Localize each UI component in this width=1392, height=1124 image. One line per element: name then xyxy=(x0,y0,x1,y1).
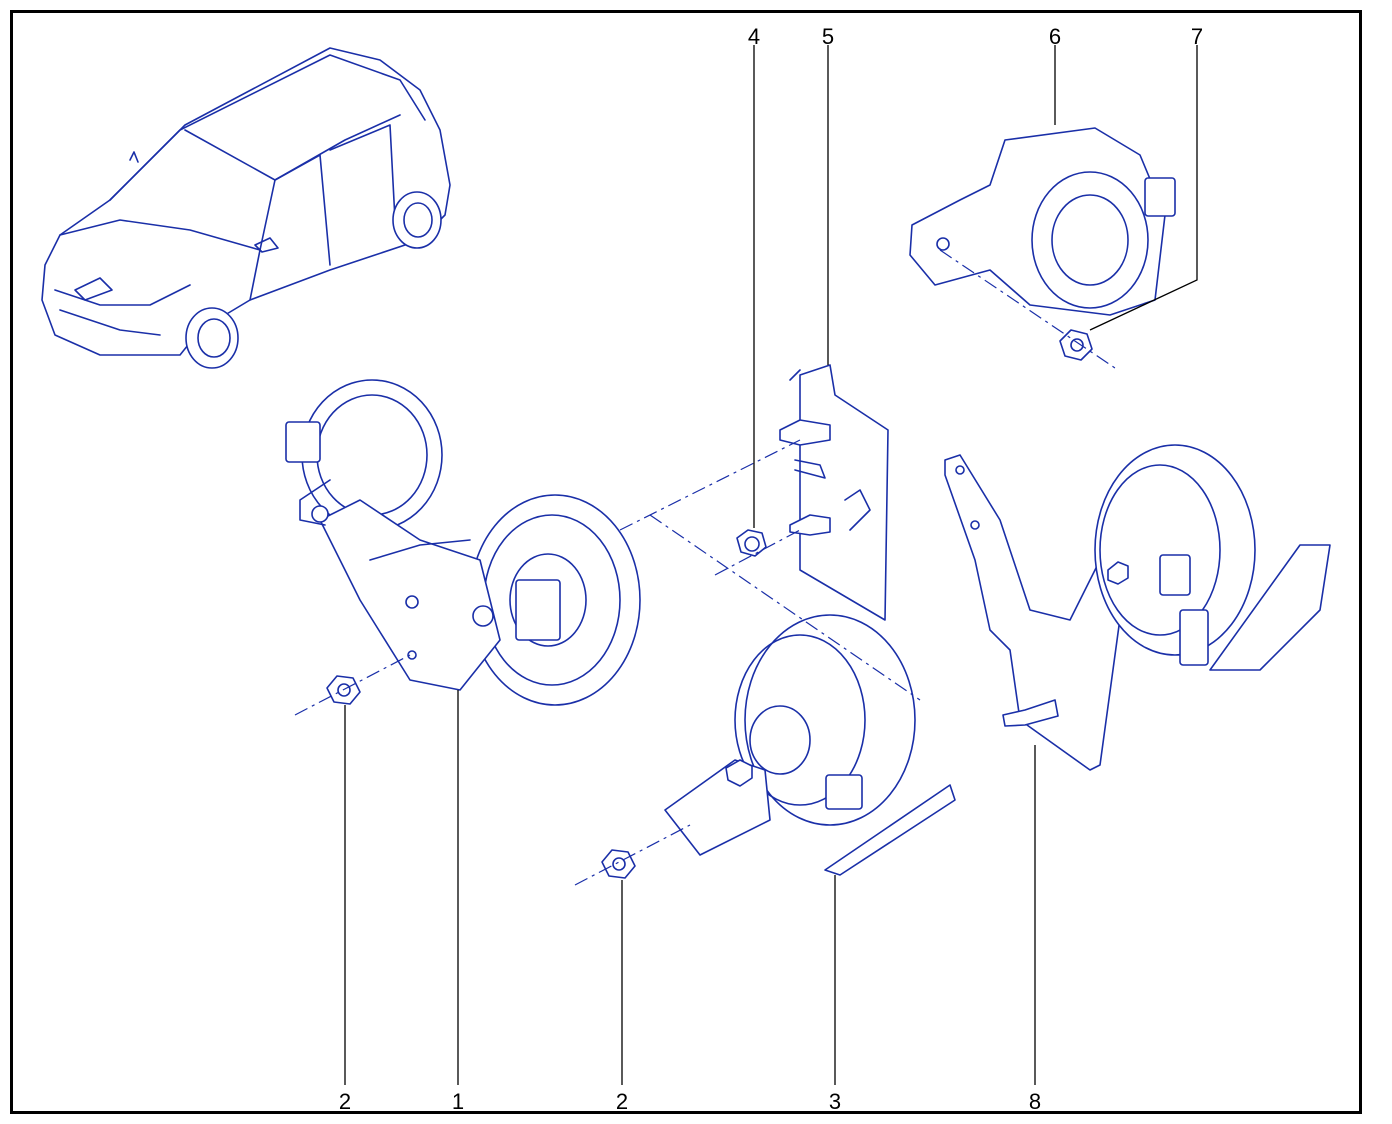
callout-3: 3 xyxy=(828,1089,842,1114)
single-horn-low xyxy=(664,614,956,876)
callout-1: 1 xyxy=(451,1089,465,1114)
callout-2-mid: 2 xyxy=(615,1089,629,1114)
twin-horn-assembly xyxy=(285,379,641,706)
assembly-axis-lines xyxy=(294,249,1116,886)
callout-6: 6 xyxy=(1048,24,1062,49)
mounting-bracket xyxy=(779,364,889,621)
nut-part-4 xyxy=(736,529,767,557)
alarm-siren xyxy=(909,127,1176,316)
callout-8: 8 xyxy=(1028,1089,1042,1114)
horn-with-bracket xyxy=(944,444,1331,771)
vehicle-illustration xyxy=(41,47,451,369)
nut-part-7 xyxy=(1059,329,1093,361)
callout-4: 4 xyxy=(747,24,761,49)
callout-5: 5 xyxy=(821,24,835,49)
callout-2-left: 2 xyxy=(338,1089,352,1114)
nut-part-2-mid xyxy=(601,849,636,879)
leader-lines xyxy=(344,45,1198,1085)
callout-7: 7 xyxy=(1190,24,1204,49)
